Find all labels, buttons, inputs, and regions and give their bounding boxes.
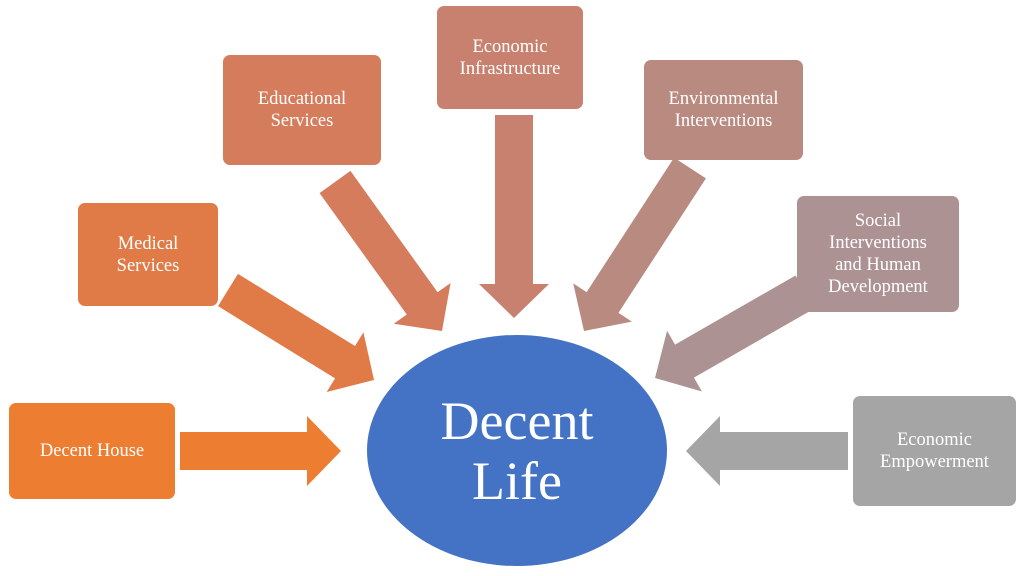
arrow-educational-services <box>319 170 451 331</box>
center-decent-life: Decent Life <box>367 335 667 566</box>
node-medical-services: Medical Services <box>78 203 218 306</box>
arrow-medical-services <box>218 273 374 392</box>
node-social-interventions: Social Interventions and Human Developme… <box>797 196 959 312</box>
node-economic-infrastructure: Economic Infrastructure <box>437 6 583 109</box>
node-economic-empowerment: Economic Empowerment <box>853 396 1016 506</box>
arrow-economic-infrastructure <box>479 115 549 318</box>
arrow-decent-house <box>180 416 341 486</box>
node-environmental-interventions: Environmental Interventions <box>644 60 803 160</box>
arrow-economic-empowerment <box>686 416 848 486</box>
node-educational-services: Educational Services <box>223 55 381 165</box>
arrow-environmental-interventions <box>573 157 706 331</box>
arrow-social-interventions <box>655 275 815 392</box>
node-decent-house: Decent House <box>9 403 175 499</box>
